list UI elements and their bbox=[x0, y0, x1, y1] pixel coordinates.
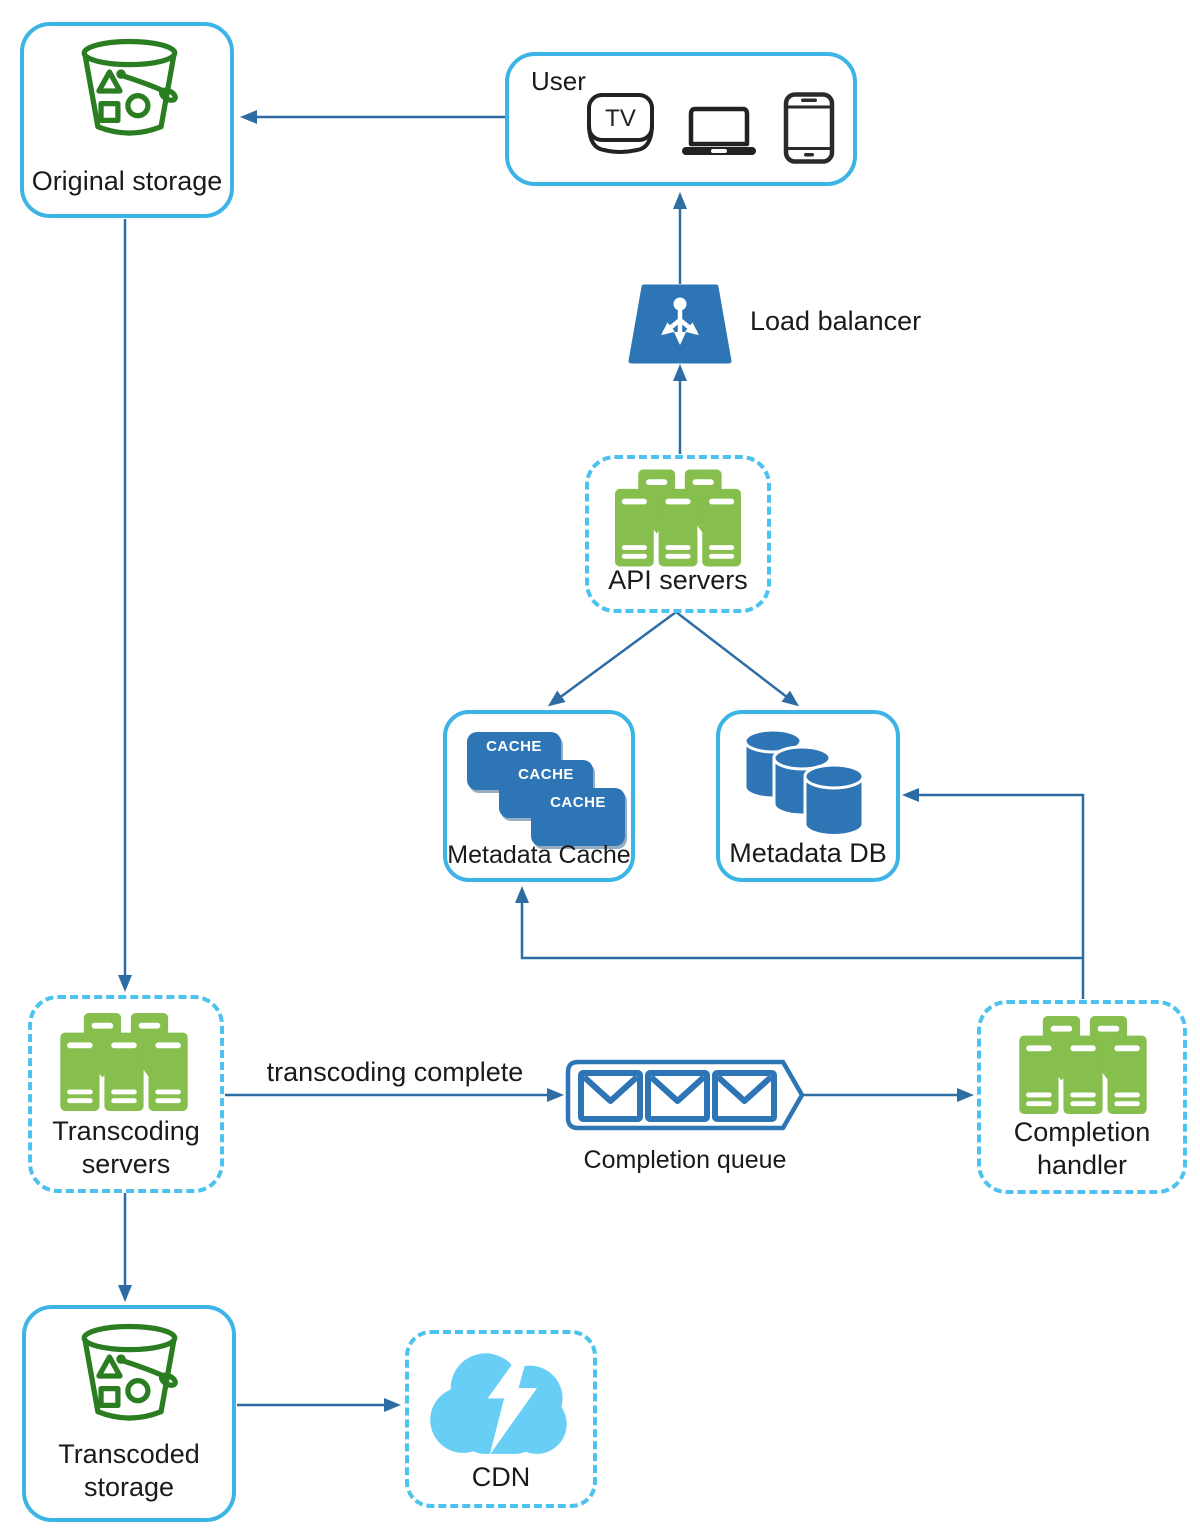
bucket-handle-pivot bbox=[116, 1354, 126, 1364]
tv-icon: TV bbox=[587, 93, 654, 154]
node-label: Metadata DB bbox=[729, 838, 887, 869]
bucket-icon bbox=[81, 1323, 178, 1421]
node-label: API servers bbox=[608, 565, 748, 596]
transcoded-storage-node: Transcoded storage bbox=[22, 1305, 236, 1522]
original-storage-node: Original storage bbox=[20, 22, 234, 218]
node-label: Completion queue bbox=[583, 1146, 787, 1174]
server-cluster-icon bbox=[1019, 1016, 1147, 1114]
database-cylinders-icon bbox=[743, 728, 865, 837]
node-label: Load balancer bbox=[750, 306, 922, 336]
api-servers-node: API servers bbox=[585, 455, 771, 613]
node-label: Completion handler bbox=[1013, 1117, 1151, 1181]
edge-completion-handler-to-metadata-db bbox=[902, 788, 1085, 999]
transcoding-servers-node: Transcoding servers bbox=[28, 995, 224, 1193]
envelope-icon bbox=[578, 1070, 643, 1122]
message-queue-icon bbox=[565, 1059, 805, 1131]
envelope-icon bbox=[712, 1070, 777, 1122]
bucket-handle-pivot bbox=[116, 69, 126, 79]
cache-chip-label: CACHE bbox=[518, 766, 574, 783]
cache-chip-icon: CACHE bbox=[531, 788, 625, 846]
tv-label: TV bbox=[605, 105, 636, 132]
envelope-icon bbox=[645, 1070, 710, 1122]
smartphone-icon bbox=[783, 92, 835, 164]
cdn-cloud-icon bbox=[430, 1344, 567, 1455]
completion-handler-node: Completion handler bbox=[977, 1000, 1187, 1194]
node-label: User bbox=[531, 66, 586, 96]
laptop-icon bbox=[682, 106, 756, 155]
user-node: User TV bbox=[505, 52, 857, 186]
node-label: Transcoded storage bbox=[58, 1439, 200, 1503]
server-cluster-icon bbox=[615, 469, 741, 567]
node-label: Metadata Cache bbox=[447, 840, 631, 869]
node-label: Transcoding servers bbox=[52, 1116, 200, 1180]
node-label: Original storage bbox=[31, 166, 223, 197]
edge-label-transcoding-complete: transcoding complete bbox=[266, 1057, 524, 1087]
cache-chip-label: CACHE bbox=[486, 738, 542, 755]
edge-completion-handler-to-metadata-cache bbox=[515, 886, 1083, 960]
metadata-cache-node: CACHE CACHE CACHE Metadata Cache bbox=[443, 710, 635, 882]
edge-api-servers-to-metadata-cache bbox=[547, 610, 677, 707]
node-label: CDN bbox=[471, 1462, 531, 1493]
load-balancer-icon bbox=[628, 284, 732, 364]
cache-chip-label: CACHE bbox=[550, 794, 606, 811]
edge-api-servers-to-metadata-db bbox=[675, 611, 800, 707]
metadata-db-node: Metadata DB bbox=[716, 710, 900, 882]
bucket-icon bbox=[81, 38, 178, 136]
cdn-node: CDN bbox=[405, 1330, 597, 1508]
server-cluster-icon bbox=[60, 1013, 188, 1111]
lightning-bolt-icon bbox=[487, 1344, 537, 1455]
